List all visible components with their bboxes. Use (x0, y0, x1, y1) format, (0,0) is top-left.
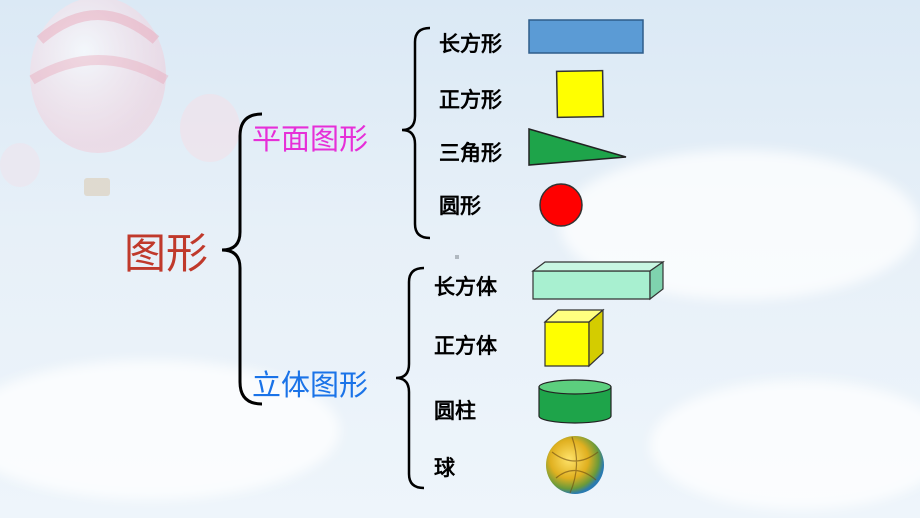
sphere-icon (546, 436, 604, 494)
cuboid-label: 长方体 (434, 275, 497, 299)
circle-label: 圆形 (439, 194, 481, 218)
solid-shapes-label: 立体图形 (252, 368, 369, 402)
cube-label: 正方体 (434, 334, 497, 358)
cuboid-icon (531, 260, 665, 301)
cylinder-label: 圆柱 (434, 399, 476, 423)
square-icon (555, 69, 605, 119)
root-brace (221, 112, 263, 406)
rectangle-icon (528, 19, 644, 54)
square-label: 正方形 (439, 88, 502, 112)
solid-brace (395, 266, 425, 490)
triangle-label: 三角形 (439, 141, 502, 165)
root-label: 图形 (124, 229, 209, 278)
plane-shapes-label: 平面图形 (252, 122, 369, 156)
triangle-icon (528, 128, 627, 166)
sphere-label: 球 (434, 456, 455, 480)
rectangle-label: 长方形 (439, 32, 502, 56)
cube-icon (543, 308, 605, 368)
cylinder-icon (538, 379, 612, 424)
circle-icon (539, 183, 583, 227)
plane-brace (401, 26, 431, 240)
